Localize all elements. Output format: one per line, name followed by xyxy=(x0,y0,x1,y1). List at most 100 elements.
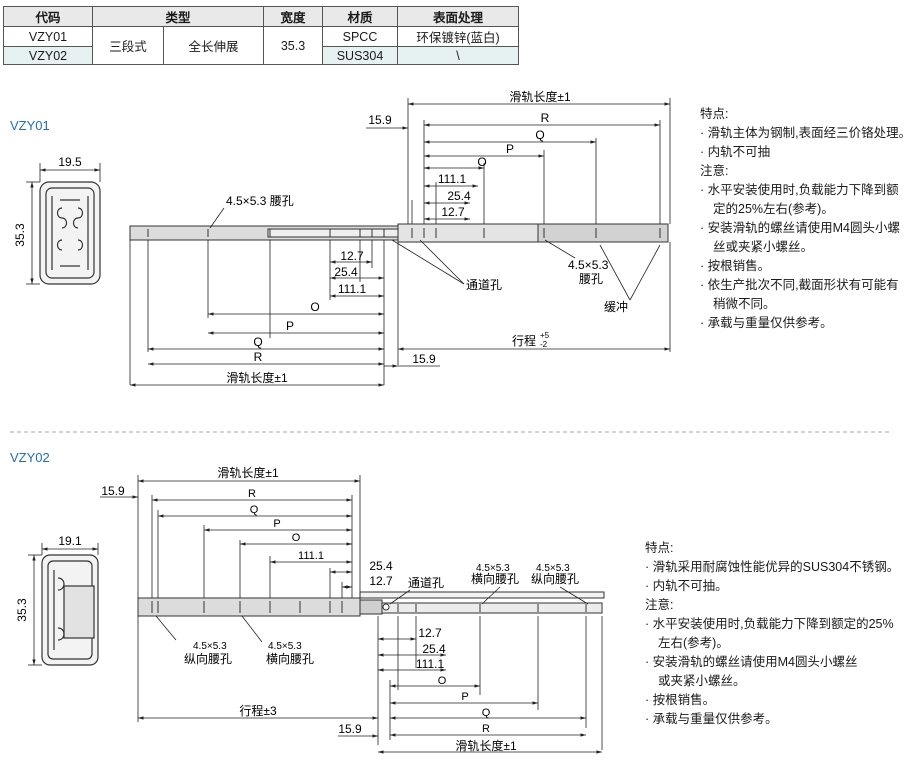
s1-rail-length-top: 滑轨长度±1 xyxy=(509,89,571,104)
header-width: 宽度 xyxy=(263,6,323,27)
note-line: 定的25%左右(参考)。 xyxy=(713,202,834,216)
note-line: 左右(参考)。 xyxy=(658,636,729,650)
s1-rail-length-bottom: 滑轨长度±1 xyxy=(226,370,288,385)
s1-dim-111: 111.1 xyxy=(438,172,467,186)
note-line: · 水平安装使用时,负载能力下降到额定的25% xyxy=(645,617,894,631)
s1-dim-R: R xyxy=(541,111,550,125)
s1-buffer-label: 缓冲 xyxy=(604,299,628,314)
cell-code: VZY02 xyxy=(3,46,93,65)
s1-dim-111-b: 111.1 xyxy=(338,282,367,296)
s2-dim-254: 25.4 xyxy=(369,559,393,573)
s2-dim-P: P xyxy=(273,518,280,530)
s2-dim-254-b: 25.4 xyxy=(422,642,446,656)
s1-slot2-size: 4.5×5.3 xyxy=(568,258,609,272)
s2-dim-Q: Q xyxy=(250,504,259,516)
spec-table: 代码 类型 宽度 材质 表面处理 VZY01 三段式 全长伸展 35.3 SPC… xyxy=(3,6,519,65)
note-line: · 安装滑轨的螺丝请使用M4圆头小螺丝 xyxy=(645,655,858,669)
s1-stroke-tol-top: +5 xyxy=(540,331,550,340)
s2-dim-P-b: P xyxy=(461,691,468,703)
s1-dim-254-b: 25.4 xyxy=(334,265,358,279)
note-line: · 滑轨采用耐腐蚀性能优异的SUS304不锈钢。 xyxy=(645,560,900,574)
cell-width: 35.3 xyxy=(263,26,323,65)
profile2-height-label: 35.3 xyxy=(15,598,29,622)
s2-hslot-label: 横向腰孔 xyxy=(471,571,519,586)
note-line: · 按根销售。 xyxy=(645,693,716,707)
s1-dim-R-b: R xyxy=(254,350,263,364)
note-line: · 按根销售。 xyxy=(700,259,771,273)
s2-rail-length-top: 滑轨长度±1 xyxy=(217,465,279,480)
s2-dim-111-b: 111.1 xyxy=(416,657,445,671)
s1-dim-P: P xyxy=(506,142,514,156)
s1-slot-label: 4.5×5.3 腰孔 xyxy=(226,194,294,208)
s1-slot2-label: 腰孔 xyxy=(579,272,603,286)
s2-dim-127-b: 12.7 xyxy=(418,626,442,640)
s2-hslot-label-bl: 横向腰孔 xyxy=(266,651,314,666)
note-line: 丝或夹紧小螺丝。 xyxy=(713,240,814,254)
s1-stroke-tol-bot: -2 xyxy=(540,340,548,349)
note-line: 注意: xyxy=(700,164,729,178)
table-row: VZY01 三段式 全长伸展 35.3 SPCC 环保镀锌(蓝白) xyxy=(3,26,519,65)
s2-dim-O: O xyxy=(292,532,301,544)
cell-finish: \ xyxy=(397,46,519,65)
note-line: · 承载与重量仅供参考。 xyxy=(700,316,833,330)
profile1-height-label: 35.3 xyxy=(13,223,27,247)
s1-through-hole-label: 通道孔 xyxy=(466,278,502,292)
profile2-width-label: 19.1 xyxy=(58,534,82,548)
s2-hslot-size-bl: 4.5×5.3 xyxy=(268,641,302,652)
cell-type-a: 三段式 xyxy=(92,26,164,65)
s2-vslot-size-bl: 4.5×5.3 xyxy=(193,641,227,652)
note-line: 或夹紧小螺丝。 xyxy=(658,674,746,688)
s2-rail-length-bottom: 滑轨长度±1 xyxy=(455,738,517,753)
rail-body-2 xyxy=(137,591,605,617)
s2-through-hole-label: 通道孔 xyxy=(408,576,444,590)
s2-stroke-label: 行程±3 xyxy=(239,703,277,718)
profile1-width-label: 19.5 xyxy=(58,155,82,169)
s1-dim-127: 12.7 xyxy=(441,205,465,219)
note-line: 特点: xyxy=(700,107,729,121)
note-line: 注意: xyxy=(645,598,674,612)
s1-dim-O: O xyxy=(477,155,486,169)
s1-dim-P-b: P xyxy=(286,319,294,333)
s1-dim-159-top: 15.9 xyxy=(368,113,392,127)
header-code: 代码 xyxy=(3,6,93,27)
s2-vslot-label-bl: 纵向腰孔 xyxy=(184,651,232,666)
note-line: · 依生产批次不同,截面形状有可能有 xyxy=(700,278,899,292)
note-line: 特点: xyxy=(645,541,674,555)
section1-label: VZY01 xyxy=(10,118,50,133)
note-line: · 水平安装使用时,负载能力下降到额 xyxy=(700,183,899,197)
s1-dim-O-b: O xyxy=(310,300,319,314)
header-type: 类型 xyxy=(92,6,264,27)
profile-drawing-2 xyxy=(41,554,99,666)
cell-material: SPCC xyxy=(322,26,398,47)
s1-stroke-label: 行程 xyxy=(512,333,536,348)
s1-dim-127-b: 12.7 xyxy=(340,249,364,263)
cell-material: SUS304 xyxy=(322,46,398,65)
note-line: · 安装滑轨的螺丝请使用M4圆头小螺 xyxy=(700,221,901,235)
s2-dim-R: R xyxy=(248,488,256,500)
rail-body-1 xyxy=(129,223,669,243)
note-line: · 内轨不可抽 xyxy=(700,145,771,159)
table-header-row: 代码 类型 宽度 材质 表面处理 xyxy=(3,6,519,27)
s2-dim-R-b: R xyxy=(482,723,490,735)
s1-dim-Q: Q xyxy=(535,128,544,142)
note-line: · 承载与重量仅供参考。 xyxy=(645,712,778,726)
s2-dim-111: 111.1 xyxy=(298,550,324,562)
cell-type-b: 全长伸展 xyxy=(163,26,264,65)
s1-dim-Q-b: Q xyxy=(253,335,262,349)
s1-dim-254: 25.4 xyxy=(447,189,471,203)
s2-dim-159-bottom: 15.9 xyxy=(338,722,362,736)
s2-dim-O-b: O xyxy=(438,675,447,687)
s2-vslot-label: 纵向腰孔 xyxy=(531,571,579,586)
header-finish: 表面处理 xyxy=(397,6,519,27)
notes-section1: 特点: · 滑轨主体为钢制,表面经三价铬处理。 · 内轨不可抽注意: · 水平安装使用… xyxy=(700,105,911,333)
note-line: 稍微不同。 xyxy=(713,297,776,311)
note-line: · 滑轨主体为钢制,表面经三价铬处理。 xyxy=(700,126,912,140)
s2-dim-Q-b: Q xyxy=(482,707,491,719)
section2-label: VZY02 xyxy=(10,450,50,465)
s2-hslot-size: 4.5×5.3 xyxy=(476,563,510,574)
table-row: VZY02 SUS304 \ xyxy=(3,46,519,65)
s2-vslot-size: 4.5×5.3 xyxy=(536,563,570,574)
s1-dim-159-bottom: 15.9 xyxy=(412,352,436,366)
notes-section2: 特点:· 滑轨采用耐腐蚀性能优异的SUS304不锈钢。· 内轨不可抽。注意:· … xyxy=(645,539,899,729)
